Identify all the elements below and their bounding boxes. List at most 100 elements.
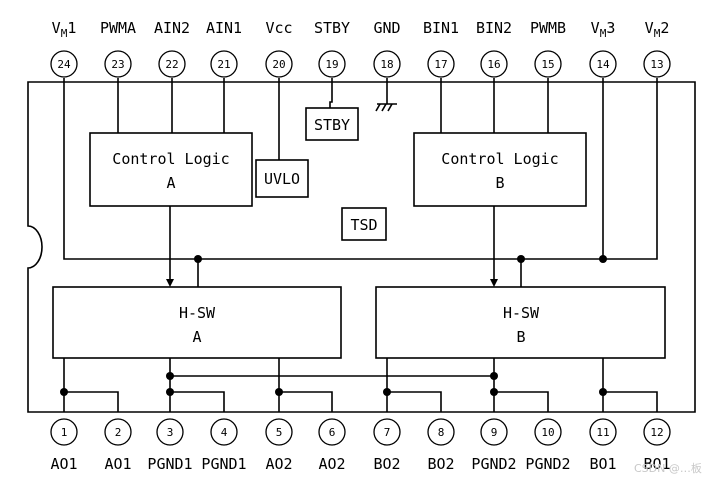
tsd-block: TSD (341, 207, 387, 241)
pin-number: 15 (541, 58, 554, 71)
watermark: CSDN @…板 (634, 461, 702, 475)
pin-number: 13 (650, 58, 663, 71)
pin-name: VM3 (591, 19, 616, 40)
top-pin-14: 14 VM3 (589, 19, 617, 78)
pin-name: AIN1 (206, 19, 242, 37)
pin-circle (210, 50, 238, 78)
pin-name: AO2 (318, 455, 345, 473)
pin-number: 10 (541, 426, 554, 439)
top-pin-leads (63, 78, 658, 82)
uvlo-block: UVLO (255, 159, 309, 198)
pin-number: 12 (650, 426, 663, 439)
h-sw-a-line1: H-SW (179, 304, 216, 322)
pin-circle (156, 418, 184, 446)
pin-circle (589, 418, 617, 446)
pin-circle (373, 50, 401, 78)
h-sw-b-line2: B (516, 328, 525, 346)
pin-name: PGND2 (471, 455, 516, 473)
pin-number: 20 (272, 58, 285, 71)
h-sw-a-block: H-SW A (52, 286, 342, 359)
top-pin-21: 21 AIN1 (206, 19, 242, 78)
pin-name: AO1 (104, 455, 131, 473)
pin-name: PGND1 (201, 455, 246, 473)
pin-name: VM2 (645, 19, 670, 40)
tsd-label: TSD (350, 216, 377, 234)
pin-name: BIN2 (476, 19, 512, 37)
control-logic-b-block: Control Logic B (413, 132, 587, 207)
pin-number: 5 (276, 426, 283, 439)
pin-circle (589, 50, 617, 78)
pin-circle (480, 418, 508, 446)
pin-name: Vcc (265, 19, 292, 37)
pin-number: 21 (217, 58, 230, 71)
control-logic-a-line1: Control Logic (112, 150, 229, 168)
pin-number: 24 (57, 58, 71, 71)
pin-circle (427, 50, 455, 78)
top-pin-16: 16 BIN2 (476, 19, 512, 78)
junction-dots (60, 255, 607, 396)
pin-name: VM1 (52, 19, 77, 40)
pin-name: AO2 (265, 455, 292, 473)
stby-label: STBY (314, 116, 350, 134)
pin-circle (50, 50, 78, 78)
pin-circle (534, 418, 562, 446)
top-pin-13: 13 VM2 (643, 19, 671, 78)
h-sw-b-block: H-SW B (375, 286, 666, 359)
pin-name: BIN1 (423, 19, 459, 37)
pin-number: 6 (329, 426, 336, 439)
pin-number: 11 (596, 426, 609, 439)
pin-name: AO1 (50, 455, 77, 473)
pin-number: 23 (111, 58, 124, 71)
pin-circle (50, 418, 78, 446)
pin-number: 18 (380, 58, 393, 71)
pin-name: PWMB (530, 19, 566, 37)
h-sw-b-line1: H-SW (503, 304, 540, 322)
pin-name: PGND1 (147, 455, 192, 473)
wiring (63, 82, 658, 412)
top-pin-19: 19 STBY (314, 19, 350, 78)
pin-circle (534, 50, 562, 78)
pin-circle (158, 50, 186, 78)
stby-block: STBY (305, 107, 359, 141)
pin-number: 1 (61, 426, 68, 439)
pin-number: 19 (325, 58, 338, 71)
uvlo-label: UVLO (264, 170, 300, 188)
pin-name: STBY (314, 19, 350, 37)
pin-name: BO2 (373, 455, 400, 473)
pin-number: 22 (165, 58, 178, 71)
pin-number: 8 (438, 426, 445, 439)
pin-circle (265, 50, 293, 78)
pin-number: 14 (596, 58, 610, 71)
pin-circle (643, 50, 671, 78)
control-logic-b-line1: Control Logic (441, 150, 558, 168)
pin-circle (480, 50, 508, 78)
control-logic-a-line2: A (166, 174, 175, 192)
pin-name: PGND2 (525, 455, 570, 473)
pin-circle (318, 418, 346, 446)
pin-number: 16 (487, 58, 500, 71)
pin-circle (104, 418, 132, 446)
pin-name: BO2 (427, 455, 454, 473)
pin-number: 7 (384, 426, 391, 439)
pin-name: GND (373, 19, 400, 37)
pin-circle (427, 418, 455, 446)
pin-number: 3 (167, 426, 174, 439)
pin-circle (373, 418, 401, 446)
h-sw-a-line2: A (192, 328, 201, 346)
pin-name: PWMA (100, 19, 136, 37)
top-pin-15: 15 PWMB (530, 19, 566, 78)
pin-name: BO1 (643, 455, 670, 473)
pin-number: 9 (491, 426, 498, 439)
pins-layer: 24VM123PWMA22AIN221AIN120Vcc19STBY18GND1… (50, 19, 671, 473)
